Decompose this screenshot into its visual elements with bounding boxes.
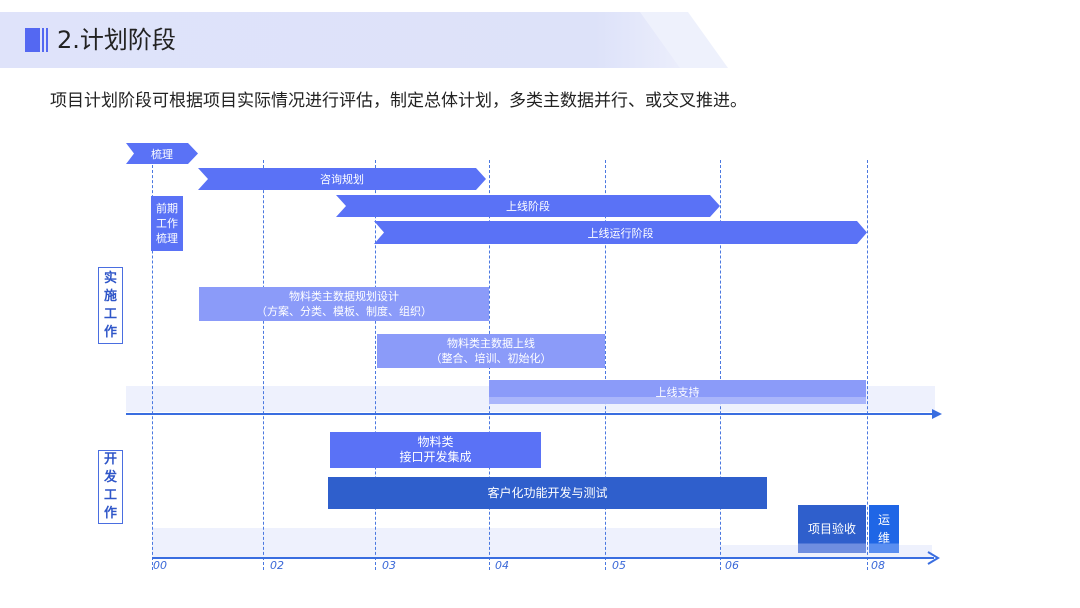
gridline	[152, 160, 153, 570]
title-icon-bar	[42, 28, 44, 52]
task-title: 接口开发集成	[399, 450, 472, 464]
task-material-design: 物料类主数据规划设计 （方案、分类、模板、制度、组织）	[199, 287, 489, 321]
phase-consulting: 咨询规划	[198, 168, 486, 190]
task-title: 维	[877, 531, 890, 545]
pre-work-text: 梳理	[156, 232, 178, 245]
arrow-icon	[927, 551, 940, 565]
phase-operation: 上线运行阶段	[374, 221, 867, 244]
gridline	[263, 160, 264, 570]
task-title: 物料类主数据上线	[447, 337, 535, 350]
description: 项目计划阶段可根据项目实际情况进行评估，制定总体计划，多类主数据并行、或交叉推进…	[50, 91, 747, 111]
label-char: 开	[103, 452, 117, 467]
task-subtitle: （整合、培训、初始化）	[430, 352, 552, 365]
label-char: 施	[103, 288, 117, 304]
label-char: 工	[103, 306, 117, 322]
header-band	[0, 12, 700, 68]
dev-band	[152, 528, 720, 558]
tick-label: 02	[270, 559, 284, 572]
page-title: 2.计划阶段	[57, 26, 176, 54]
task-golive-support: 上线支持	[489, 380, 866, 404]
arrow-icon	[932, 409, 942, 419]
gridline	[720, 160, 721, 570]
tick-label: 00	[153, 559, 167, 572]
gridline	[867, 160, 868, 570]
task-title: 物料类主数据规划设计	[289, 290, 399, 303]
task-interface-dev: 物料类 接口开发集成	[330, 432, 541, 468]
label-char: 发	[103, 470, 117, 485]
gridline	[605, 160, 606, 570]
label-char: 工	[103, 488, 117, 503]
time-axis	[152, 551, 940, 565]
section-impl-label: 实施工作	[98, 267, 123, 344]
pre-work-box: 前期 工作 梳理	[151, 196, 183, 251]
impl-axis	[126, 409, 942, 419]
task-title: 物料类	[417, 435, 454, 449]
title-icon	[25, 28, 40, 52]
pre-work-text: 前期	[156, 202, 178, 215]
tick-label: 04	[495, 559, 509, 572]
task-custom-dev: 客户化功能开发与测试	[328, 477, 767, 509]
phase-sorting: 梳理	[126, 143, 198, 164]
task-title: 运	[877, 513, 890, 527]
title-icon-bar	[46, 28, 48, 52]
task-subtitle: （方案、分类、模板、制度、组织）	[256, 305, 432, 318]
task-material-golive: 物料类主数据上线 （整合、培训、初始化）	[377, 334, 605, 368]
label-char: 作	[103, 506, 117, 521]
phase-golive: 上线阶段	[336, 195, 720, 217]
task-title: 项目验收	[807, 521, 856, 536]
task-maintenance: 运 维	[869, 505, 899, 553]
tick-label: 05	[612, 559, 626, 572]
pre-work-text: 工作	[156, 217, 178, 230]
label-char: 作	[103, 324, 117, 340]
tick-label: 08	[871, 559, 885, 572]
gridline	[375, 160, 376, 570]
task-title: 客户化功能开发与测试	[487, 485, 608, 500]
task-title: 上线支持	[655, 385, 700, 399]
tick-label: 03	[382, 559, 396, 572]
task-acceptance: 项目验收	[798, 505, 866, 553]
section-dev-label: 开发工作	[98, 450, 123, 524]
tick-label: 06	[725, 559, 739, 572]
label-char: 实	[103, 270, 117, 286]
